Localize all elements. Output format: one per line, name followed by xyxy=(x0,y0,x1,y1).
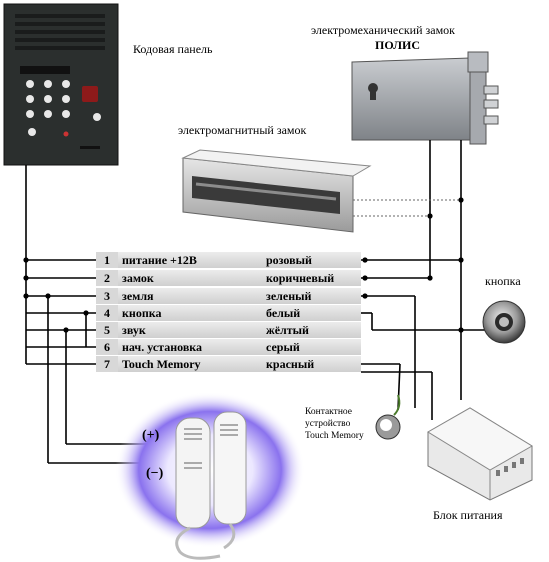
code-panel-label: Кодовая панель xyxy=(133,42,213,56)
wire-color: жёлтый xyxy=(266,323,309,337)
terminal-name: Touch Memory xyxy=(122,357,201,371)
power-supply-label: Блок питания xyxy=(433,508,503,522)
electromagnetic-lock-icon xyxy=(181,149,372,233)
table-row: 5 звук жёлтый xyxy=(96,322,361,339)
terminal-name: замок xyxy=(122,271,154,285)
terminal-number: 6 xyxy=(96,339,118,355)
terminal-number: 4 xyxy=(96,305,118,321)
wire-color: розовый xyxy=(266,253,312,267)
electromechanical-lock-icon xyxy=(351,51,499,145)
button-label: кнопка xyxy=(485,274,521,288)
contact-device-label-3: Touch Memory xyxy=(305,431,364,441)
terminal-number: 3 xyxy=(96,288,118,304)
terminal-name: кнопка xyxy=(122,306,162,320)
keypad-icon xyxy=(3,3,119,166)
wire-color: серый xyxy=(266,340,300,354)
plus-label: (+) xyxy=(142,428,160,443)
contact-device-label-1: Контактное xyxy=(305,407,352,417)
touch-memory-icon xyxy=(375,394,401,440)
wire-color: красный xyxy=(266,357,315,371)
electromech-lock-label: электромеханический замок xyxy=(311,23,456,37)
table-row: 1 питание +12В розовый xyxy=(96,252,361,269)
table-row: 2 замок коричневый xyxy=(96,270,361,287)
contact-device-label-2: устройство xyxy=(305,419,351,429)
wire-color: зеленый xyxy=(266,289,312,303)
electromag-lock-label: электромагнитный замок xyxy=(178,123,307,137)
terminal-name: нач. установка xyxy=(122,340,203,354)
table-row: 6 нач. установка серый xyxy=(96,339,361,356)
wire-color: белый xyxy=(266,306,301,320)
wire-color: коричневый xyxy=(266,271,335,285)
terminal-name: земля xyxy=(122,289,154,303)
table-row: 7 Touch Memory красный xyxy=(96,356,361,373)
power-supply-icon xyxy=(427,407,533,501)
table-row: 3 земля зеленый xyxy=(96,288,361,305)
terminal-number: 2 xyxy=(96,270,118,286)
terminal-name: звук xyxy=(122,323,146,337)
handset-icon xyxy=(115,392,305,560)
table-row: 4 кнопка белый xyxy=(96,305,361,322)
button-icon xyxy=(482,300,526,344)
terminal-number: 7 xyxy=(96,356,118,372)
terminal-number: 5 xyxy=(96,322,118,338)
minus-label: (−) xyxy=(146,466,164,481)
electromech-brand-label: ПОЛИС xyxy=(375,38,421,52)
terminal-number: 1 xyxy=(96,252,118,268)
terminal-name: питание +12В xyxy=(122,253,197,267)
